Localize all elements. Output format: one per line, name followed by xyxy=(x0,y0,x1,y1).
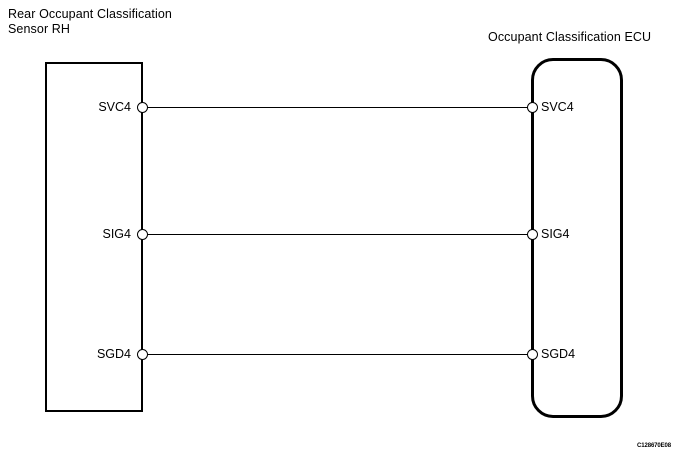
pin-terminal-left-sig4[interactable] xyxy=(137,228,148,240)
pin-terminal-right-sgd4[interactable] xyxy=(527,348,538,360)
pin-label-right-svc4: SVC4 xyxy=(541,100,574,114)
figure-reference-code: C128670E08 xyxy=(637,443,672,449)
pin-label-right-sig4: SIG4 xyxy=(541,227,570,241)
pin-terminal-right-sig4[interactable] xyxy=(527,228,538,240)
pin-label-left-sig4: SIG4 xyxy=(102,227,132,241)
left-component-title: Rear Occupant Classification Sensor RH xyxy=(8,7,172,36)
pin-terminal-left-svc4[interactable] xyxy=(137,101,148,113)
pin-terminal-left-sgd4[interactable] xyxy=(137,348,148,360)
wire-sig4 xyxy=(143,234,532,235)
pin-terminal-right-svc4[interactable] xyxy=(527,101,538,113)
pin-label-left-svc4: SVC4 xyxy=(98,100,131,114)
pin-label-left-sgd4: SGD4 xyxy=(96,347,131,361)
wire-svc4 xyxy=(143,107,532,108)
pin-label-right-sgd4: SGD4 xyxy=(541,347,576,361)
sensor-connector-box xyxy=(45,62,143,412)
right-component-title: Occupant Classification ECU xyxy=(488,30,652,44)
wire-sgd4 xyxy=(143,354,532,355)
